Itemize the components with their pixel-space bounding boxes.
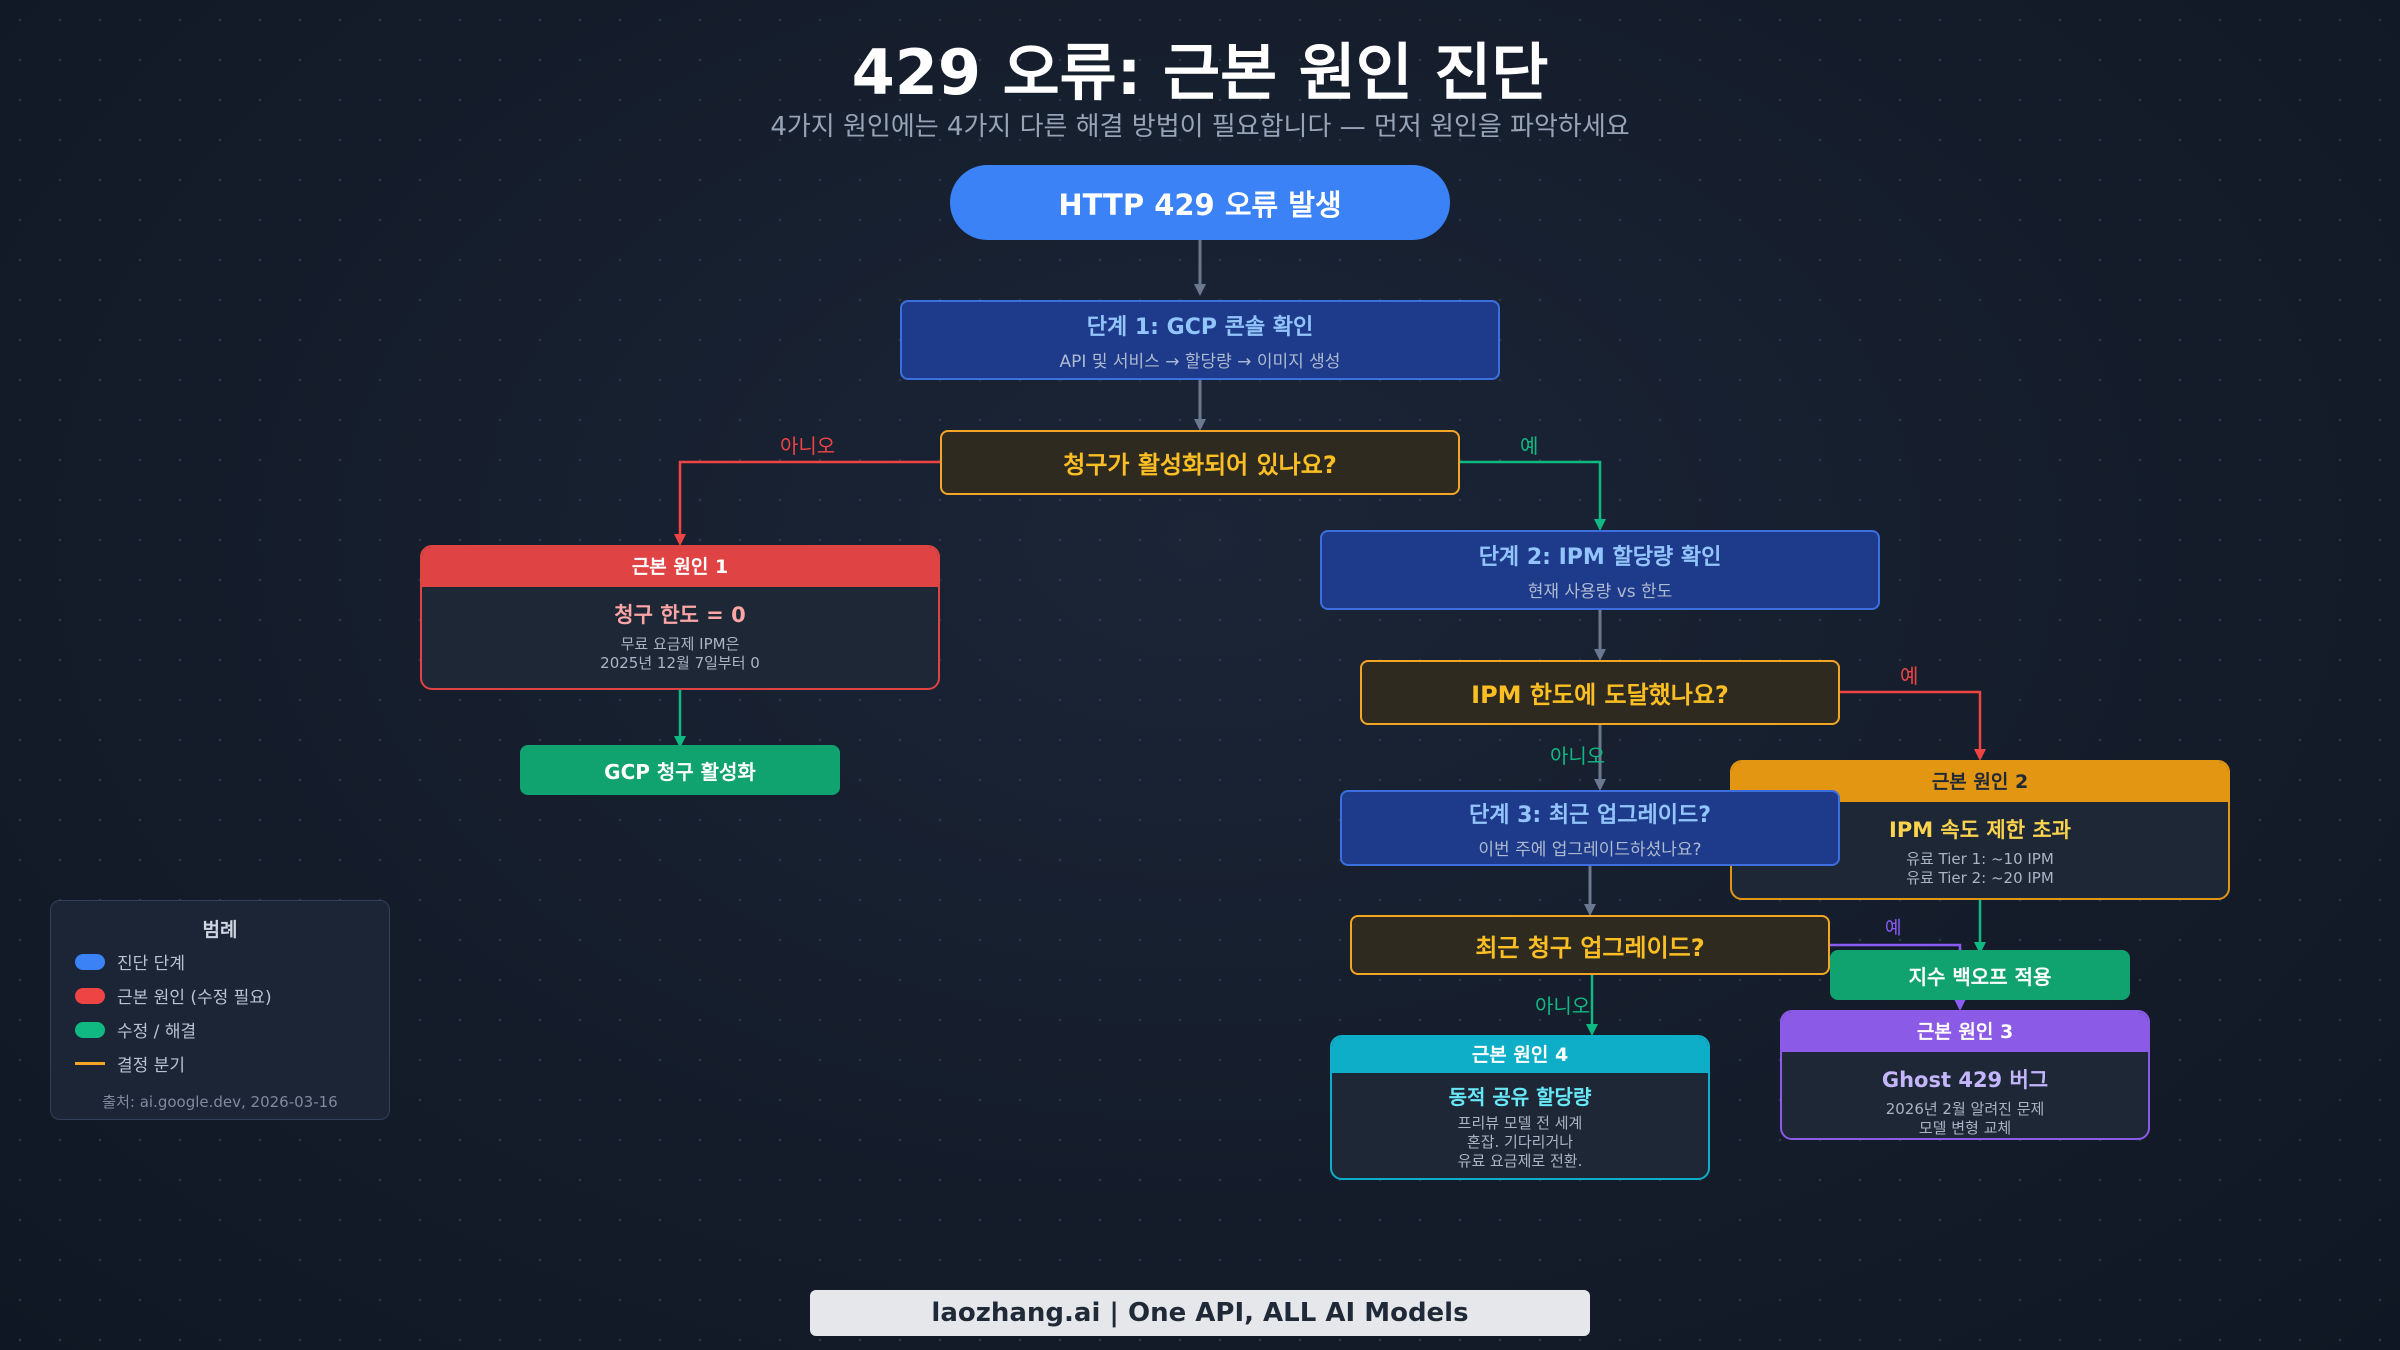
legend-line-amber [75,1062,105,1065]
step2-ipm-quota: 단계 2: IPM 할당량 확인 현재 사용량 vs 한도 [1320,530,1880,610]
legend-source: 출처: ai.google.dev, 2026-03-16 [102,1093,338,1111]
root-cause-1-card: 근본 원인 1 청구 한도 = 0 무료 요금제 IPM은 2025년 12월 … [420,545,940,690]
legend-item-label: 진단 단계 [117,954,185,974]
root-cause-4-header: 근본 원인 4 [1332,1037,1708,1073]
step1-title: 단계 1: GCP 콘솔 확인 [1086,314,1314,340]
legend-swatch-blue [75,953,105,970]
root-cause-1-title: 청구 한도 = 0 [614,603,746,627]
root-cause-3-card: 근본 원인 3 Ghost 429 버그 2026년 2월 알려진 문제 모델 … [1780,1010,2150,1140]
legend-item-label: 근본 원인 (수정 필요) [117,988,272,1008]
start-node-http-429: HTTP 429 오류 발생 [950,165,1450,240]
root-cause-3-title: Ghost 429 버그 [1881,1068,2049,1092]
step3-subtitle: 이번 주에 업그레이드하셨나요? [1478,839,1702,860]
legend-item-diagnostic-step: 진단 단계 [75,949,185,974]
page-subtitle: 4가지 원인에는 4가지 다른 해결 방법이 필요합니다 — 먼저 원인을 파악… [770,112,1630,142]
fix-enable-gcp-billing-label: GCP 청구 활성화 [604,759,756,784]
edge-q1-no-cause1 [674,460,940,546]
root-cause-2-title: IPM 속도 제한 초과 [1889,818,2071,842]
root-cause-3-desc-2: 모델 변형 교체 [1918,1119,2012,1137]
step1-subtitle: API 및 서비스 → 할당량 → 이미지 생성 [1059,351,1341,372]
fix-exponential-backoff-label: 지수 백오프 적용 [1908,964,2052,989]
legend-swatch-red [75,987,105,1004]
fix-exponential-backoff: 지수 백오프 적용 [1830,950,2130,1000]
root-cause-4-card: 근본 원인 4 동적 공유 할당량 프리뷰 모델 전 세계 혼잡. 기다리거나 … [1330,1035,1710,1180]
legend-item-root-cause: 근본 원인 (수정 필요) [75,983,272,1008]
label-q3-yes: 예 [1885,918,1902,939]
legend-item-decision: 결정 분기 [75,1051,185,1076]
page-title: 429 오류: 근본 원인 진단 [851,36,1549,109]
root-cause-4-desc-2: 혼잡. 기다리거나 [1466,1133,1574,1151]
decision-billing-enabled: 청구가 활성화되어 있나요? [940,430,1460,495]
step2-subtitle: 현재 사용량 vs 한도 [1527,581,1673,602]
legend-item-fix: 수정 / 해결 [75,1017,196,1042]
legend-swatch-green [75,1021,105,1038]
root-cause-1-desc-1: 무료 요금제 IPM은 [620,635,740,653]
step3-title: 단계 3: 최근 업그레이드? [1468,802,1711,828]
label-q2-yes: 예 [1900,664,1919,688]
fix-enable-gcp-billing: GCP 청구 활성화 [520,745,840,795]
root-cause-1-header: 근본 원인 1 [422,547,938,587]
legend-item-label: 결정 분기 [117,1056,185,1076]
legend-item-label: 수정 / 해결 [117,1022,197,1042]
decision-recent-billing-upgrade: 최근 청구 업그레이드? [1350,915,1830,975]
legend-panel: 범례 진단 단계 근본 원인 (수정 필요) 수정 / 해결 결정 분기 출처:… [50,900,390,1120]
step3-recent-upgrade: 단계 3: 최근 업그레이드? 이번 주에 업그레이드하셨나요? [1340,790,1840,866]
label-q1-yes: 예 [1520,434,1539,458]
root-cause-3-desc-1: 2026년 2월 알려진 문제 [1885,1100,2045,1118]
decision-ipm-limit: IPM 한도에 도달했나요? [1360,660,1840,725]
root-cause-2-desc-1: 유료 Tier 1: ~10 IPM [1906,850,2054,868]
step1-gcp-console: 단계 1: GCP 콘솔 확인 API 및 서비스 → 할당량 → 이미지 생성 [900,300,1500,380]
root-cause-4-desc-3: 유료 요금제로 전환. [1457,1152,1583,1170]
label-q1-no: 아니오 [780,434,836,458]
root-cause-1-desc-2: 2025년 12월 7일부터 0 [600,654,760,672]
root-cause-3-header: 근본 원인 3 [1782,1012,2148,1052]
decision-ipm-label: IPM 한도에 도달했나요? [1471,681,1729,709]
root-cause-4-desc-1: 프리뷰 모델 전 세계 [1457,1114,1583,1132]
decision-upgrade-label: 최근 청구 업그레이드? [1475,933,1705,962]
edge-q1-yes-step2 [1460,460,1606,531]
edge-q2-yes-cause2 [1840,690,1986,761]
label-q2-no: 아니오 [1550,744,1606,768]
step2-title: 단계 2: IPM 할당량 확인 [1478,544,1722,570]
root-cause-2-desc-2: 유료 Tier 2: ~20 IPM [1906,869,2054,887]
root-cause-4-title: 동적 공유 할당량 [1448,1085,1592,1109]
label-q3-no: 아니오 [1535,994,1591,1018]
legend-title: 범례 [202,919,238,941]
decision-billing-label: 청구가 활성화되어 있나요? [1063,451,1337,479]
start-node-label: HTTP 429 오류 발생 [1058,187,1342,222]
footer-banner: laozhang.ai | One API, ALL AI Models [810,1290,1590,1336]
